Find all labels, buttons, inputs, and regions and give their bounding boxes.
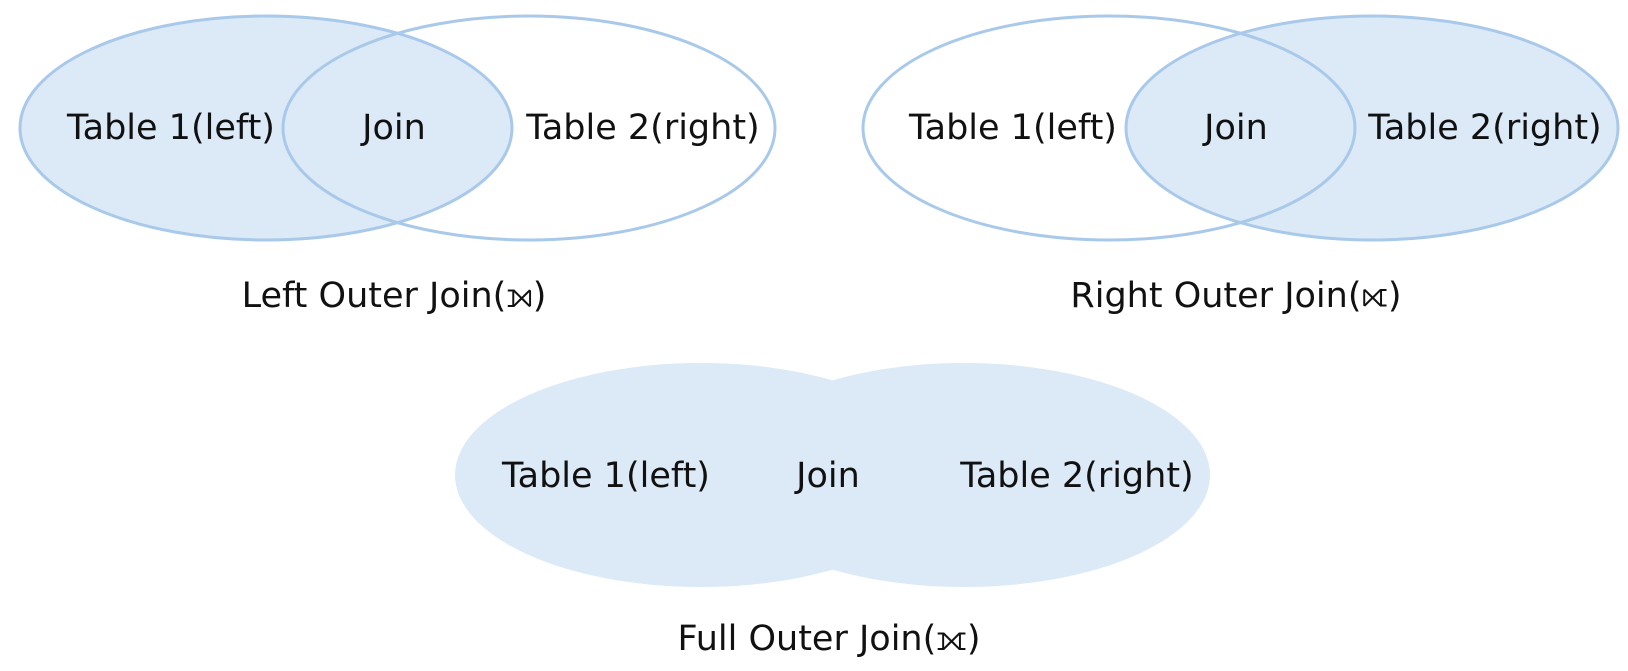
left-outer-table1-outline xyxy=(18,14,514,242)
right-outer-table1-label: Table 1(left) xyxy=(908,108,1117,148)
full-outer-table2-label: Table 2(right) xyxy=(959,456,1193,496)
left-outer-table2-label: Table 2(right) xyxy=(525,108,759,148)
left-outer-table1-circle xyxy=(20,16,512,240)
right-outer-caption: Right Outer Join(⟖) xyxy=(1070,276,1401,316)
right-outer-table2-circle xyxy=(1126,16,1618,240)
full-outer-table1-label: Table 1(left) xyxy=(501,456,710,496)
right-outer-table2-label: Table 2(right) xyxy=(1367,108,1601,148)
left-outer-table2-outline xyxy=(281,14,777,242)
left-outer-table1-label: Table 1(left) xyxy=(66,108,275,148)
full-outer-join-diagram: Table 1(left) Join Table 2(right) Full O… xyxy=(455,363,1210,659)
left-outer-caption: Left Outer Join(⟕) xyxy=(242,276,547,316)
left-outer-join-diagram: Table 1(left) Join Table 2(right) Left O… xyxy=(18,14,777,316)
left-outer-join-label: Join xyxy=(360,108,426,148)
right-outer-table2-outline xyxy=(1124,14,1620,242)
full-outer-caption: Full Outer Join(⟗) xyxy=(677,619,980,659)
right-outer-join-label: Join xyxy=(1202,108,1268,148)
full-outer-join-label: Join xyxy=(794,456,860,496)
right-outer-table1-outline xyxy=(861,14,1357,242)
full-outer-table2-circle xyxy=(718,363,1210,587)
right-outer-join-diagram: Table 1(left) Join Table 2(right) Right … xyxy=(861,14,1620,316)
